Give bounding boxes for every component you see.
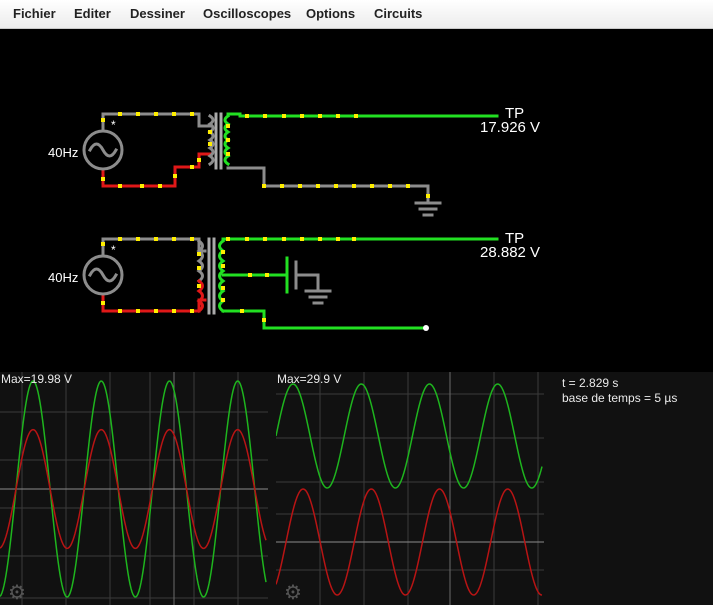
sine-icon	[87, 142, 119, 158]
scope-2-green-trace	[276, 383, 543, 489]
gear-icon[interactable]: ⚙	[8, 582, 26, 604]
circuit-1-wires[interactable]	[101, 112, 499, 204]
circuit-2-wires[interactable]	[101, 237, 499, 330]
probe-1-label: TP	[505, 105, 524, 122]
scope-area: Max=19.98 V Max=29.9 V t = 2.829 s base …	[0, 372, 713, 605]
source-1-marker: *	[111, 118, 116, 132]
ground-icon	[304, 289, 332, 305]
scope-time: t = 2.829 s	[562, 376, 619, 390]
menu-circuits[interactable]: Circuits	[374, 6, 423, 21]
menu-bar: Fichier Editer Dessiner Oscilloscopes Op…	[0, 0, 713, 29]
ac-source-2[interactable]	[82, 254, 124, 296]
probe-2-label: TP	[505, 230, 524, 247]
probe-2-value: 28.882 V	[480, 244, 540, 261]
probe-1-value: 17.926 V	[480, 119, 540, 136]
scope-info: t = 2.829 s base de temps = 5 µs	[562, 376, 677, 406]
scope-1-green-trace	[0, 380, 267, 598]
scope-1-max-label: Max=19.98 V	[1, 372, 73, 386]
menu-dessiner[interactable]: Dessiner	[130, 6, 185, 21]
source-2-marker: *	[111, 243, 116, 257]
terminal-node[interactable]	[423, 325, 429, 331]
gear-icon[interactable]: ⚙	[284, 582, 302, 604]
current-dots	[101, 112, 430, 322]
ac-source-1[interactable]	[82, 129, 124, 171]
scope-timebase: base de temps = 5 µs	[562, 391, 678, 405]
scope-1-red-trace	[0, 428, 267, 550]
scope-2-red-trace	[276, 488, 543, 596]
ground-icon	[414, 201, 442, 217]
circuit-canvas[interactable]: 40Hz * TP 17.926 V 40Hz * TP 28.882 V	[0, 29, 713, 372]
menu-fichier[interactable]: Fichier	[13, 6, 56, 21]
source-1-label: 40Hz	[48, 145, 78, 160]
menu-options[interactable]: Options	[306, 6, 356, 21]
scope-2-max-label: Max=29.9 V	[277, 372, 342, 386]
menu-editer[interactable]: Editer	[74, 6, 111, 21]
source-2-label: 40Hz	[48, 270, 78, 285]
scope-1[interactable]	[0, 372, 268, 605]
scope-2-background	[276, 372, 544, 605]
scope-2[interactable]	[276, 372, 544, 605]
transformer-1[interactable]	[207, 112, 231, 170]
sine-icon	[87, 267, 119, 283]
menu-oscilloscopes[interactable]: Oscilloscopes	[203, 6, 292, 21]
